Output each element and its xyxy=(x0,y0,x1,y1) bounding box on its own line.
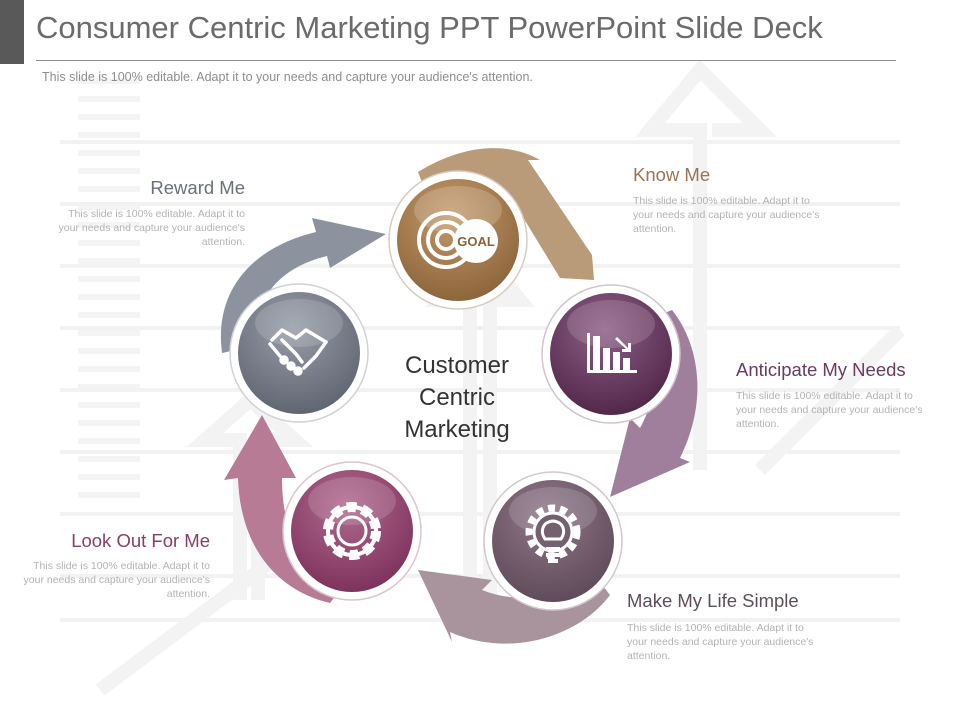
title-divider xyxy=(36,60,896,61)
desc-reward-me: This slide is 100% editable. Adapt it to… xyxy=(58,208,245,248)
label-know-me: Know Me xyxy=(633,164,711,185)
slide-title: Consumer Centric Marketing PPT PowerPoin… xyxy=(36,10,823,45)
label-reward-me: Reward Me xyxy=(150,177,245,198)
arrow-reward xyxy=(220,218,386,353)
center-label-line-1: Customer xyxy=(404,352,510,379)
label-look-out-for-me: Look Out For Me xyxy=(71,530,210,551)
center-label: Customer Centric Marketing xyxy=(372,350,542,446)
label-anticipate-my-needs: Anticipate My Needs xyxy=(736,359,906,380)
title-accent-bar xyxy=(0,0,24,64)
desc-know-me: This slide is 100% editable. Adapt it to… xyxy=(633,195,820,235)
arrow-simple xyxy=(418,570,610,644)
gear-icon xyxy=(323,502,381,560)
lightbulb-gear-icon xyxy=(525,504,581,563)
node-look-out xyxy=(282,461,422,601)
node-reward xyxy=(229,283,369,423)
goal-target-icon: GOAL xyxy=(417,211,498,269)
label-make-my-life-simple: Make My Life Simple xyxy=(627,590,799,611)
desc-look-out-for-me: This slide is 100% editable. Adapt it to… xyxy=(23,560,210,600)
slide-subtitle: This slide is 100% editable. Adapt it to… xyxy=(42,70,533,84)
center-label-line-3: Marketing xyxy=(404,416,510,443)
desc-make-my-life-simple: This slide is 100% editable. Adapt it to… xyxy=(627,622,814,662)
goal-badge-text: GOAL xyxy=(457,234,495,249)
arrow-look-out xyxy=(224,415,340,603)
bar-chart-down-icon xyxy=(587,333,637,373)
desc-anticipate-my-needs: This slide is 100% editable. Adapt it to… xyxy=(736,390,923,430)
center-label-line-2: Centric xyxy=(418,384,496,411)
node-anticipate xyxy=(541,284,681,424)
handshake-icon xyxy=(268,328,328,376)
